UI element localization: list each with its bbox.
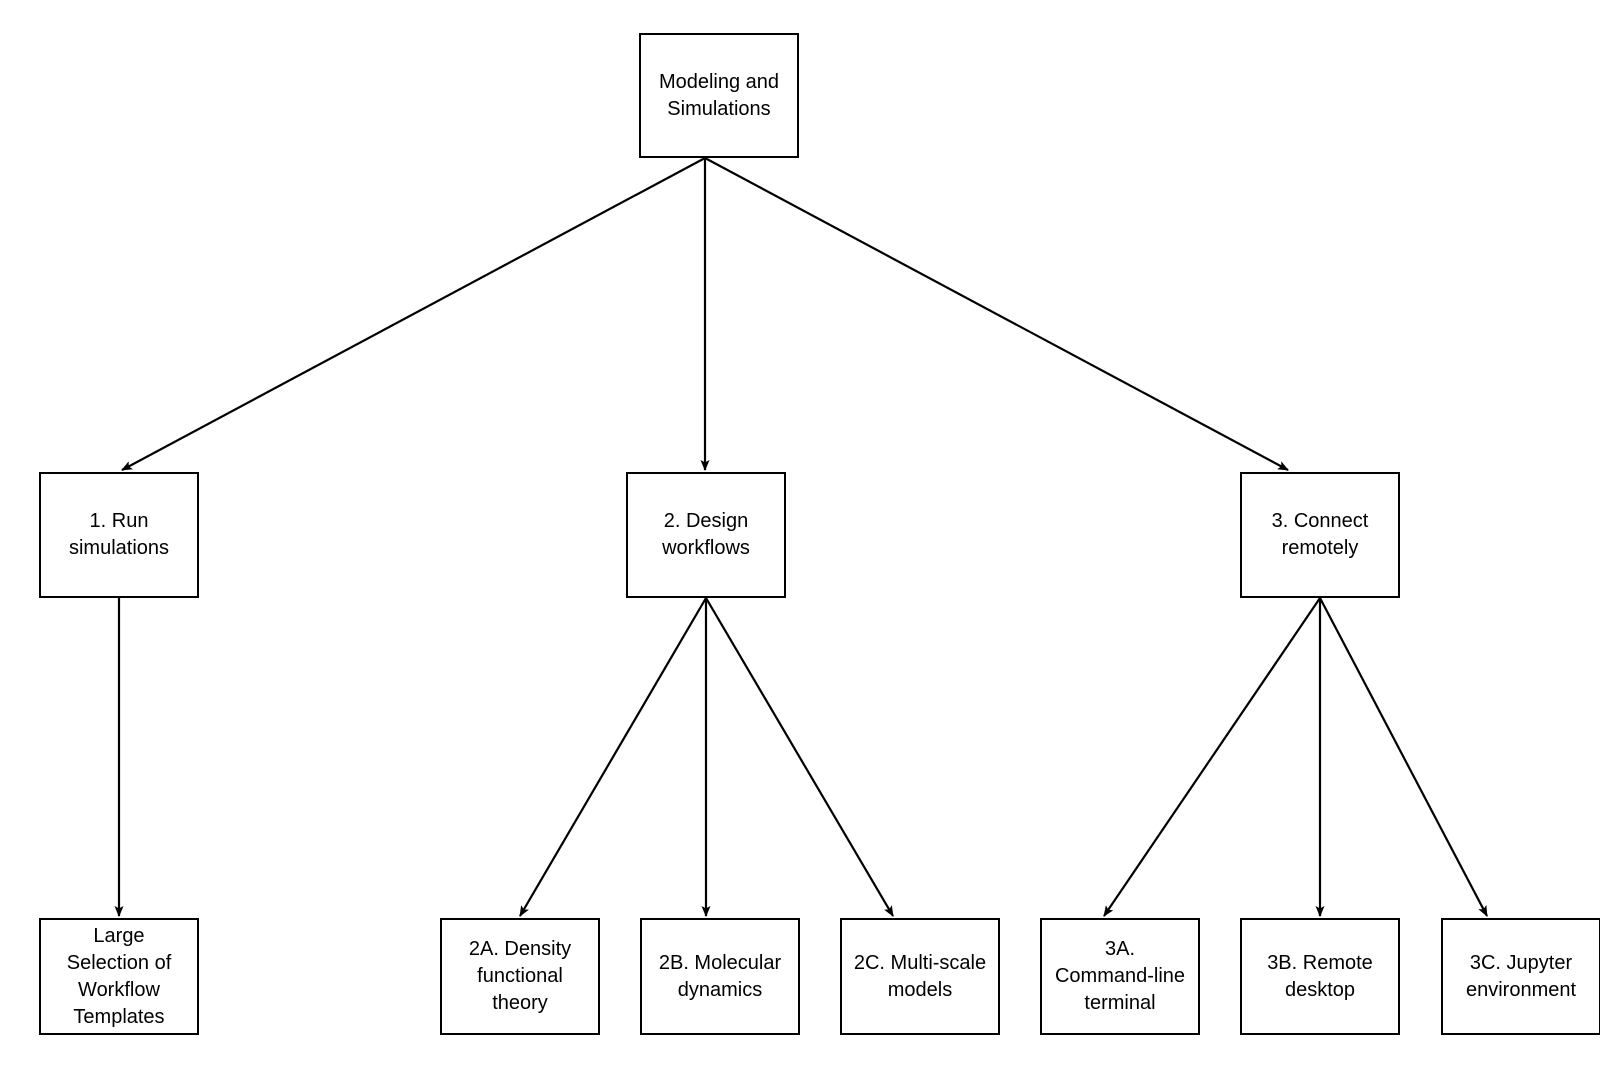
- node-n3b[interactable]: 3B. Remote desktop: [1240, 918, 1400, 1035]
- edge-lines: [114, 157, 1488, 917]
- node-label: 3C. Jupyter environment: [1465, 951, 1577, 1001]
- node-label: 2C. Multi-scale models: [853, 951, 987, 1001]
- node-label: Large Selection of Workflow Templates: [66, 924, 172, 1028]
- node-label: 3A. Command-line terminal: [1054, 938, 1186, 1014]
- node-root[interactable]: Modeling and Simulations: [639, 33, 799, 158]
- node-label: 1. Run simulations: [68, 510, 170, 559]
- node-n3c[interactable]: 3C. Jupyter environment: [1441, 918, 1600, 1035]
- node-label: 2B. Molecular dynamics: [658, 951, 782, 1001]
- node-n3[interactable]: 3. Connect remotely: [1240, 472, 1400, 598]
- node-label: 2. Design workflows: [662, 510, 750, 559]
- edge-n3-to-n3a: [1103, 597, 1321, 917]
- edge-root-to-n1: [121, 157, 706, 471]
- edge-n2-to-n2a: [519, 597, 707, 917]
- node-n1a[interactable]: Large Selection of Workflow Templates: [39, 918, 199, 1035]
- node-label: 2A. Density functional theory: [468, 938, 572, 1014]
- node-n2c[interactable]: 2C. Multi-scale models: [840, 918, 1000, 1035]
- node-label: Modeling and Simulations: [658, 70, 780, 120]
- node-n2[interactable]: 2. Design workflows: [626, 472, 786, 598]
- node-label: 3. Connect remotely: [1271, 510, 1369, 559]
- node-n3a[interactable]: 3A. Command-line terminal: [1040, 918, 1200, 1035]
- edge-n2-to-n2c: [705, 597, 894, 917]
- node-n2b[interactable]: 2B. Molecular dynamics: [640, 918, 800, 1035]
- node-label: 3B. Remote desktop: [1267, 951, 1373, 1001]
- node-n1[interactable]: 1. Run simulations: [39, 472, 199, 598]
- node-n2a[interactable]: 2A. Density functional theory: [440, 918, 600, 1035]
- edge-n3-to-n3c: [1319, 597, 1488, 917]
- edge-root-to-n3: [704, 157, 1289, 471]
